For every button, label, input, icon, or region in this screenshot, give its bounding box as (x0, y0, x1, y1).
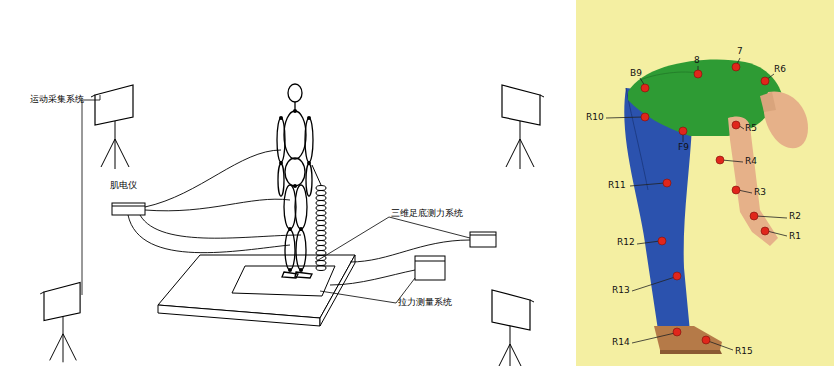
marker-label: R12 (617, 238, 635, 247)
marker-leader (606, 58, 787, 350)
marker-label: R2 (789, 212, 801, 221)
cable (128, 150, 470, 285)
render-background (576, 0, 834, 366)
marker-dot (641, 63, 769, 344)
marker-label: R14 (612, 338, 630, 347)
marker-label: R3 (754, 188, 766, 197)
marker-label: R13 (612, 286, 630, 295)
marker-label: R4 (745, 157, 757, 166)
camera (40, 283, 80, 363)
marker-label: F9 (678, 143, 689, 152)
device-box (112, 203, 496, 280)
marker-label: R11 (608, 181, 626, 190)
force-platform (158, 255, 355, 326)
leader-line (315, 217, 470, 303)
system-label: 三维足底测力系统 (391, 209, 463, 218)
camera (502, 85, 544, 169)
marker-label: R10 (586, 113, 604, 122)
marker-label: R15 (735, 347, 753, 356)
camera (492, 290, 534, 366)
human-model (624, 60, 808, 354)
system-label: 运动采集系统 (30, 95, 84, 104)
system-label: 肌电仪 (110, 181, 137, 190)
marker-label: 8 (694, 56, 700, 65)
subject-figure (277, 84, 313, 278)
spring-coil (312, 165, 326, 271)
leader-line (80, 95, 100, 295)
camera (91, 85, 133, 169)
marker-label: R6 (774, 65, 786, 74)
marker-label: B9 (630, 69, 642, 78)
marker-label: R1 (789, 232, 801, 241)
marker-label: R5 (745, 124, 757, 133)
system-label: 拉力测量系统 (398, 298, 452, 307)
marker-label: 7 (737, 47, 743, 56)
